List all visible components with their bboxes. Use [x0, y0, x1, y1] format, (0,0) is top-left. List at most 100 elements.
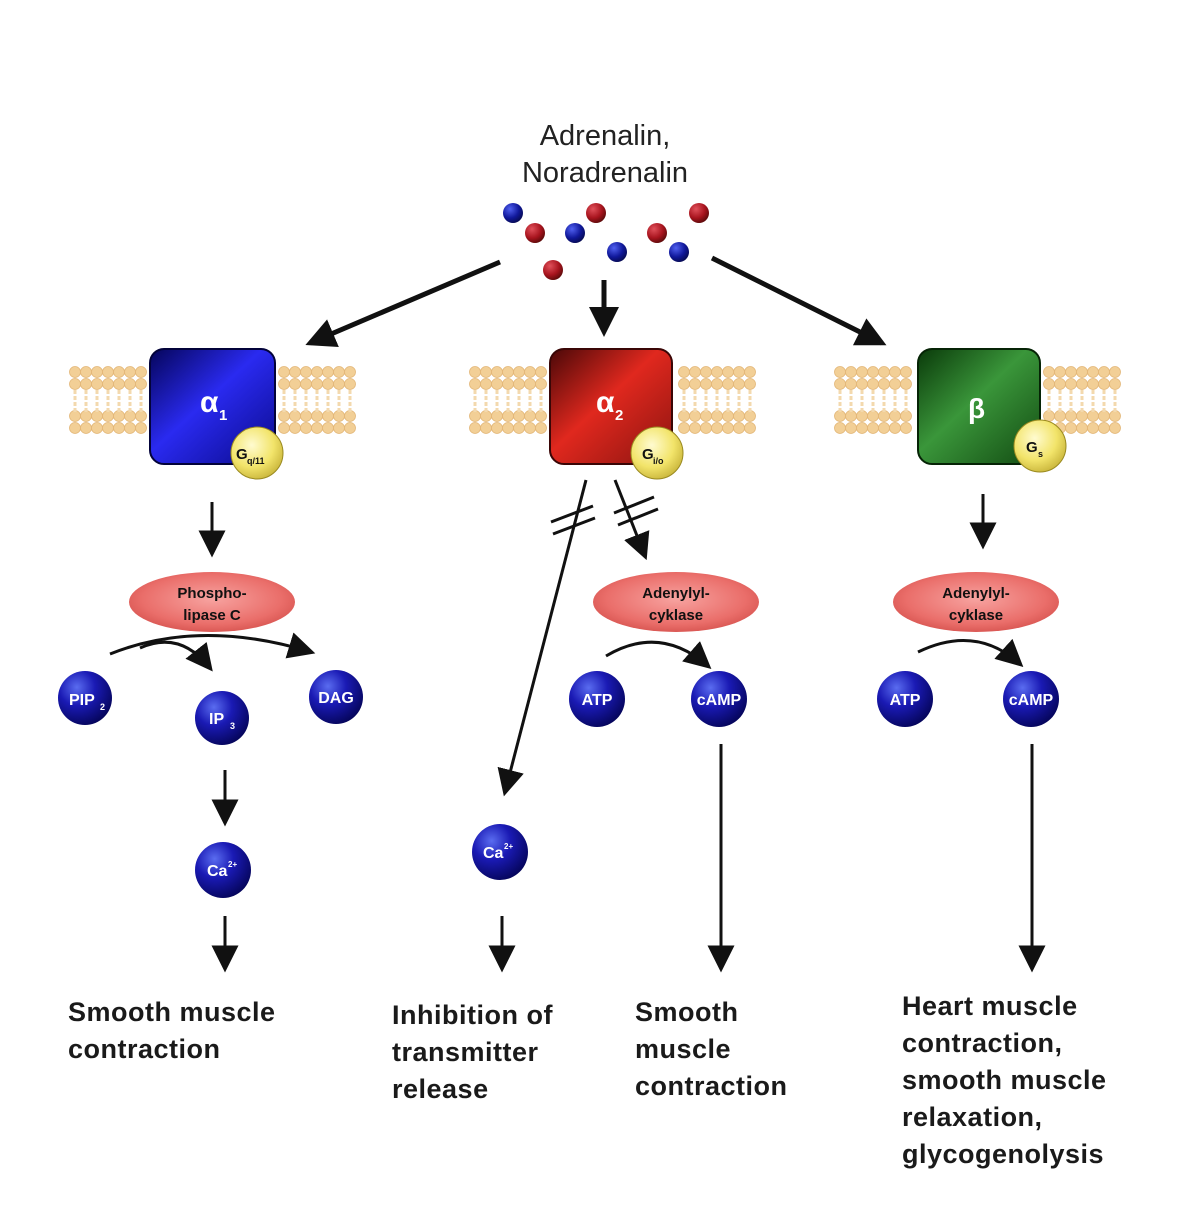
receptor-beta: β: [917, 348, 1041, 465]
lipid-head: [69, 410, 81, 422]
lipid-head: [333, 378, 345, 390]
lipid-head: [322, 378, 334, 390]
lipid-head: [69, 422, 81, 434]
enzyme-plc-line1: Phospho-: [177, 585, 246, 602]
receptor-alpha2-subscript: 2: [615, 407, 623, 424]
lipid-head: [834, 410, 846, 422]
lipid-head: [711, 366, 723, 378]
lipid-head: [513, 410, 525, 422]
lipid-head: [311, 378, 323, 390]
ligand-title: Adrenalin, Noradrenalin: [430, 118, 780, 192]
lipid-head: [856, 366, 868, 378]
lipid-head: [469, 410, 481, 422]
lipid-head: [480, 378, 492, 390]
outcome-line: Smooth muscle: [68, 997, 276, 1027]
lipid-head: [889, 410, 901, 422]
lipid-head: [322, 366, 334, 378]
lipid-head: [834, 422, 846, 434]
lipid-head: [845, 378, 857, 390]
ligand-dot-red: [543, 260, 563, 280]
inhibition-mark: [552, 516, 596, 536]
molecule-ip3: IP 3: [195, 691, 249, 745]
lipid-head: [678, 378, 690, 390]
lipid-head: [722, 422, 734, 434]
enzyme-adenylylcyclase-beta: Adenylyl- cyklase: [893, 572, 1059, 632]
lipid-head: [289, 366, 301, 378]
gprotein-alpha2: G i/o: [630, 426, 684, 480]
outcome-line: transmitter: [392, 1037, 539, 1067]
lipid-head: [1109, 378, 1121, 390]
outcome-line: Heart muscle: [902, 991, 1078, 1021]
lipid-head: [867, 366, 879, 378]
lipid-head: [1076, 378, 1088, 390]
arrow-to-alpha1: [305, 259, 501, 347]
lipid-head: [856, 422, 868, 434]
outcome-line: relaxation,: [902, 1102, 1043, 1132]
lipid-head: [689, 366, 701, 378]
lipid-head: [102, 422, 114, 434]
lipid-head: [889, 366, 901, 378]
outcome-line: Inhibition of: [392, 1000, 553, 1030]
lipid-head: [91, 378, 103, 390]
downstream-arrows: [211, 744, 1046, 973]
molecule-ca-alpha2: Ca 2+: [472, 824, 528, 880]
lipid-head: [524, 378, 536, 390]
ligand-dot-red: [525, 223, 545, 243]
lipid-head: [867, 378, 879, 390]
lipid-head: [1109, 422, 1121, 434]
lipid-head: [322, 410, 334, 422]
lipid-head: [124, 366, 136, 378]
membrane-beta: [834, 366, 1121, 434]
lipid-head: [711, 410, 723, 422]
lipid-head: [480, 422, 492, 434]
lipid-head: [135, 410, 147, 422]
lipid-head: [1076, 422, 1088, 434]
lipid-head: [1065, 366, 1077, 378]
ligand-molecules: [503, 203, 709, 280]
membrane-alpha1: [69, 366, 356, 434]
lipid-head: [900, 378, 912, 390]
molecule-dag: DAG: [309, 670, 363, 724]
outcome-alpha2-inhibition: Inhibition of transmitter release: [392, 997, 553, 1108]
lipid-head: [513, 366, 525, 378]
arrow-atp-to-camp-beta: [917, 638, 1024, 668]
inhibition-marks: [550, 495, 659, 536]
lipid-head: [678, 422, 690, 434]
lipid-head: [1065, 422, 1077, 434]
receptor-alpha2-symbol: α: [596, 386, 615, 419]
lipid-head: [113, 366, 125, 378]
gprotein-beta-label: G: [1026, 439, 1038, 456]
molecule-ca-alpha1-label: Ca: [207, 863, 228, 880]
lipid-head: [878, 366, 890, 378]
lipid-head: [91, 366, 103, 378]
receptor-alpha1-subscript: 1: [219, 407, 227, 424]
lipid-head: [502, 410, 514, 422]
lipid-head: [113, 378, 125, 390]
receptor-alpha1-symbol: α: [200, 386, 219, 419]
molecule-dag-label: DAG: [318, 690, 354, 707]
lipid-head: [80, 366, 92, 378]
lipid-head: [300, 422, 312, 434]
lipid-head: [469, 366, 481, 378]
lipid-head: [311, 422, 323, 434]
lipid-head: [1109, 410, 1121, 422]
lipid-head: [867, 410, 879, 422]
lipid-head: [469, 378, 481, 390]
lipid-head: [513, 378, 525, 390]
inhibition-mark: [550, 504, 594, 524]
receptor-beta-symbol: β: [968, 393, 985, 424]
enzyme-ac-alpha2-line1: Adenylyl-: [642, 585, 710, 602]
lipid-head: [278, 422, 290, 434]
molecule-ip3-label: IP: [209, 711, 224, 728]
lipid-head: [278, 410, 290, 422]
lipid-head: [524, 366, 536, 378]
inhibition-mark: [617, 507, 659, 527]
lipid-head: [1109, 366, 1121, 378]
lipid-head: [1043, 378, 1055, 390]
lipid-head: [834, 378, 846, 390]
lipid-head: [900, 366, 912, 378]
lipid-head: [69, 378, 81, 390]
ligand-title-line2: Noradrenalin: [521, 157, 689, 189]
lipid-head: [524, 410, 536, 422]
lipid-head: [1076, 410, 1088, 422]
